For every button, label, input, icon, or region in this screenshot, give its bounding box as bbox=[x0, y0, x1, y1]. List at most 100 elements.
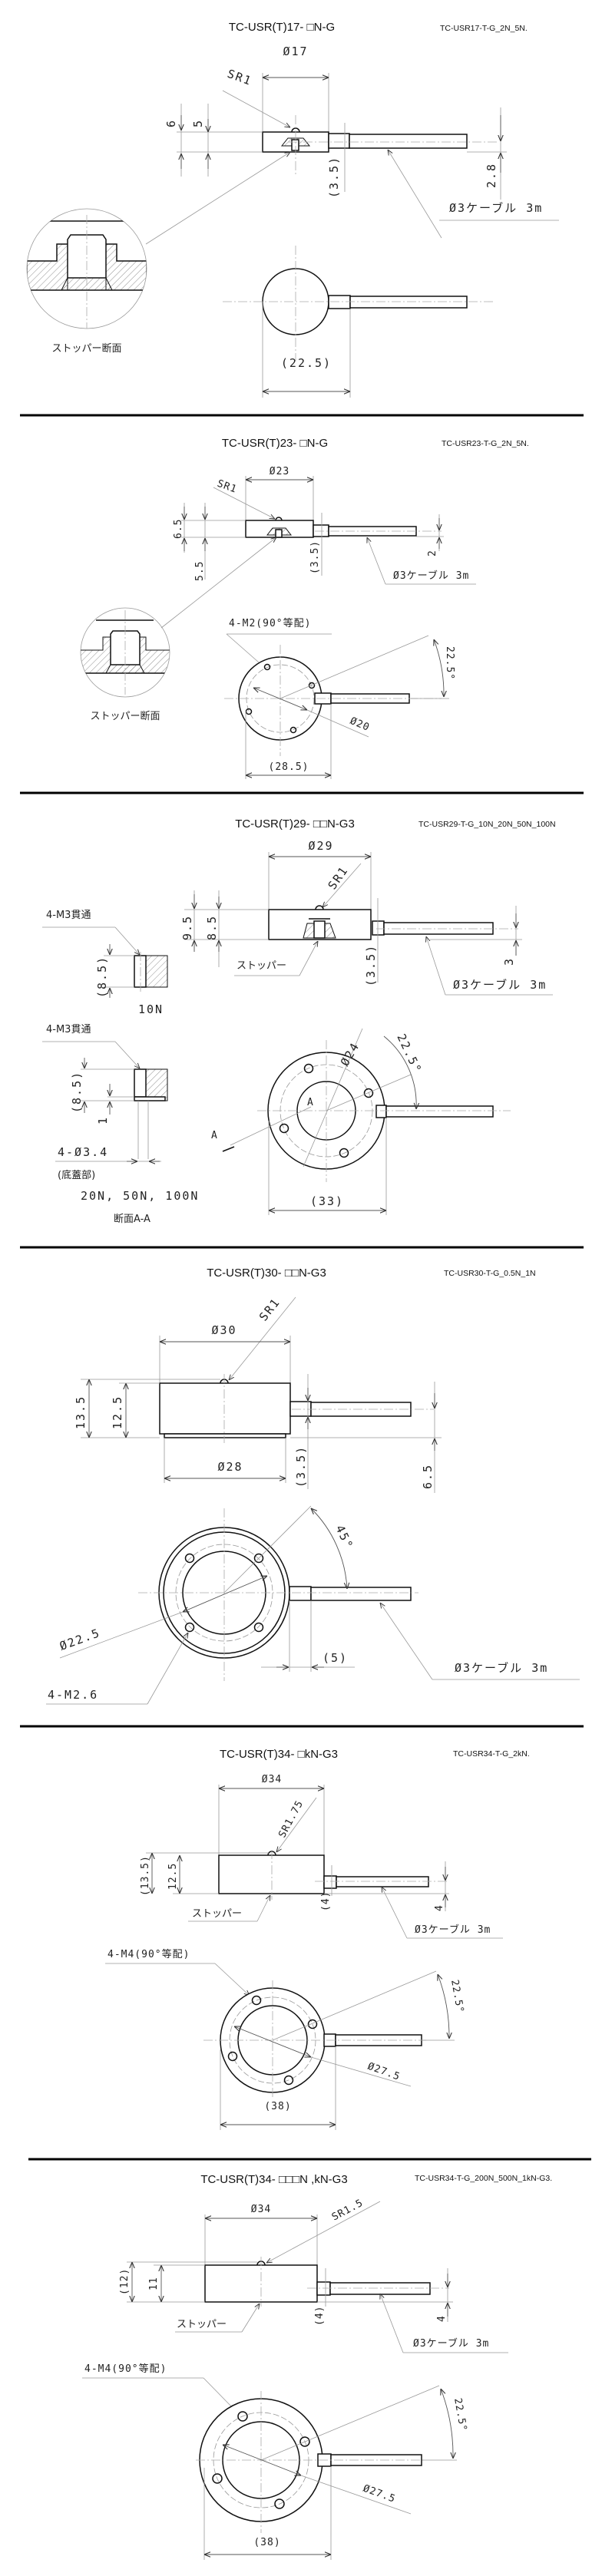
angle-label: 22.5° bbox=[452, 2397, 468, 2432]
height-label-total: 6 bbox=[164, 119, 178, 127]
top-view: 45° Ø22.5 (5) 4-M2.6 Ø3ケーブル 3m bbox=[46, 1505, 580, 1705]
diameter-label: Ø23 bbox=[270, 466, 289, 477]
cable-label: Ø3ケーブル 3m bbox=[393, 570, 469, 582]
detail-label: ストッパー断面 bbox=[90, 711, 160, 722]
pcd-label: Ø20 bbox=[348, 715, 371, 734]
model-title: TC-USR(T)34- □□□N ,kN-G3 bbox=[200, 2173, 347, 2186]
height-label-body: 8.5 bbox=[205, 915, 219, 940]
cable-offset-label: 3 bbox=[502, 957, 516, 966]
stopper-detail: ストッパー断面 bbox=[26, 208, 147, 355]
sr-label: SR1 bbox=[216, 478, 239, 496]
model-title: TC-USR(T)30- □□N-G3 bbox=[207, 1267, 326, 1280]
pcd-label: Ø22.5 bbox=[58, 1626, 102, 1653]
height-label-total: (12) bbox=[119, 2268, 131, 2295]
section-usr30: TC-USR(T)30- □□N-G3 TC-USR30-T-G_0.5N_1N… bbox=[46, 1267, 580, 1705]
height-label-body: 12.5 bbox=[111, 1395, 124, 1429]
cable-offset-label: 6.5 bbox=[421, 1464, 435, 1489]
top-view: 4-M2(90°等配) Ø20 22.5° (28.5) bbox=[224, 617, 455, 779]
cable-label: Ø3ケーブル 3m bbox=[413, 2337, 489, 2350]
cable-label: Ø3ケーブル 3m bbox=[415, 1924, 491, 1936]
cable-label: Ø3ケーブル 3m bbox=[455, 1661, 548, 1675]
top-view: 4-M4(90°等配) 22.5° Ø27.5 (38) bbox=[105, 1948, 465, 2130]
height-label-total: 9.5 bbox=[180, 915, 194, 940]
variant-label: 20N, 50N, 100N bbox=[81, 1189, 199, 1203]
section-mark-label: A bbox=[307, 1097, 314, 1108]
diameter-label: Ø29 bbox=[308, 839, 333, 853]
height-label-body: 12.5 bbox=[167, 1863, 179, 1890]
boss-height-label: (3.5) bbox=[294, 1445, 308, 1488]
cable-label: Ø3ケーブル 3m bbox=[453, 978, 547, 992]
sr-label: SR1.75 bbox=[276, 1798, 306, 1840]
cable-offset-label: 4 bbox=[436, 2315, 448, 2322]
section-usr34-200n-1kn: TC-USR(T)34- □□□N ,kN-G3 TC-USR34-T-G_20… bbox=[82, 2173, 552, 2560]
boss-height-label: (3.5) bbox=[327, 156, 341, 198]
angle-label: 22.5° bbox=[394, 1032, 425, 1076]
section-a-a: 4-M3貫通 (8.5) 1 4-Ø3.4 (底蓋部) 20N, 50N, 10… bbox=[42, 1024, 199, 1225]
angle-label: 22.5° bbox=[444, 646, 455, 680]
cable-offset-label: 2 bbox=[427, 550, 438, 556]
section-10n: 4-M3貫通 (8.5) 10N bbox=[42, 910, 168, 1016]
model-code: TC-USR23-T-G_2N_5N. bbox=[442, 439, 529, 448]
height-label-total: (13.5) bbox=[140, 1855, 151, 1896]
height-label-total: 6.5 bbox=[173, 519, 184, 539]
angle-label: 45° bbox=[332, 1523, 356, 1552]
model-title: TC-USR(T)17- □N-G bbox=[229, 21, 335, 34]
pcd-label: Ø27.5 bbox=[366, 2061, 402, 2083]
diameter-label: Ø34 bbox=[262, 1774, 282, 1785]
boss-height-label: (3.5) bbox=[364, 944, 378, 986]
sr-label: SR1.5 bbox=[330, 2198, 366, 2224]
side-view: Ø17 SR1 6 5 (3.5) 2.8 Ø3ケーブル 3m bbox=[145, 45, 559, 245]
stopper-label: ストッパー bbox=[192, 1908, 242, 1920]
stopper-detail: ストッパー断面 bbox=[80, 607, 170, 722]
boss-height-label: (3.5) bbox=[309, 540, 321, 574]
stopper-label: ストッパー bbox=[177, 2319, 227, 2330]
width-label: (38) bbox=[253, 2537, 280, 2548]
section-label: 断面A-A bbox=[114, 1214, 150, 1225]
cable-offset-label: 2.8 bbox=[485, 163, 498, 188]
holes-label: 4-M2.6 bbox=[48, 1688, 98, 1702]
sr-label: SR1 bbox=[256, 1295, 283, 1323]
model-title: TC-USR(T)23- □N-G bbox=[222, 437, 328, 450]
width-label: (28.5) bbox=[269, 761, 309, 773]
bottom-diameter-label: Ø28 bbox=[217, 1460, 243, 1474]
side-view: Ø29 SR1 9.5 8.5 ストッパー (3.5) 3 bbox=[180, 839, 553, 996]
section-usr34-2kn: TC-USR(T)34- □kN-G3 TC-USR34-T-G_2kN. Ø3… bbox=[105, 1748, 530, 2130]
bottom-thickness-label: 1 bbox=[96, 1116, 110, 1125]
cable-label: Ø3ケーブル 3m bbox=[449, 201, 543, 215]
height-label-body: 5.5 bbox=[194, 561, 206, 581]
holes-label: 4-M4(90°等配) bbox=[108, 1948, 190, 1960]
side-view: Ø34 SR1.75 (13.5) 12.5 ストッパー (4) 4 Ø3ケーブ… bbox=[140, 1774, 503, 1939]
through-hole-label: 4-M3貫通 bbox=[46, 910, 91, 921]
diameter-label: Ø34 bbox=[251, 2204, 271, 2215]
depth-label: (8.5) bbox=[70, 1071, 84, 1113]
top-view: 4-M4(90°等配) 22.5° Ø27.5 (38) bbox=[82, 2363, 468, 2560]
top-view: Ø24 22.5° A A (33) bbox=[211, 1028, 511, 1215]
top-view: (22.5) bbox=[223, 246, 495, 398]
model-title: TC-USR(T)34- □kN-G3 bbox=[220, 1748, 338, 1761]
boss-length-label: (5) bbox=[322, 1651, 348, 1665]
height-label-body: 5 bbox=[191, 119, 205, 127]
section-mark-label: A bbox=[211, 1130, 218, 1141]
section-usr29: TC-USR(T)29- □□N-G3 TC-USR29-T-G_10N_20N… bbox=[42, 817, 556, 1225]
holes-label: 4-M4(90°等配) bbox=[84, 2363, 167, 2375]
pcd-label: Ø27.5 bbox=[362, 2483, 398, 2505]
width-label: (33) bbox=[310, 1194, 344, 1208]
holes-label: 4-M2(90°等配) bbox=[229, 617, 311, 629]
side-view: Ø23 SR1 6.5 5.5 (3.5) 2 Ø3ケーブル 3m bbox=[160, 466, 476, 629]
width-label: (22.5) bbox=[281, 356, 332, 370]
through-hole-label: 4-M3貫通 bbox=[46, 1024, 91, 1035]
boss-height-label: (4) bbox=[320, 1891, 332, 1911]
stopper-label: ストッパー bbox=[237, 960, 286, 972]
hole-note: (底蓋部) bbox=[58, 1169, 95, 1181]
diameter-label: Ø30 bbox=[211, 1323, 237, 1337]
height-label-body: 11 bbox=[148, 2277, 160, 2290]
section-usr17: TC-USR(T)17- □N-G TC-USR17-T-G_2N_5N. Ø1… bbox=[26, 21, 559, 398]
sr-label: SR1 bbox=[226, 67, 254, 88]
hole-label: 4-Ø3.4 bbox=[58, 1145, 108, 1159]
sr-label: SR1 bbox=[326, 864, 352, 892]
detail-label: ストッパー断面 bbox=[51, 343, 121, 355]
cable-offset-label: 4 bbox=[434, 1904, 445, 1911]
model-code: TC-USR34-T-G_200N_500N_1kN-G3. bbox=[415, 2174, 552, 2183]
model-code: TC-USR29-T-G_10N_20N_50N_100N bbox=[418, 820, 556, 829]
